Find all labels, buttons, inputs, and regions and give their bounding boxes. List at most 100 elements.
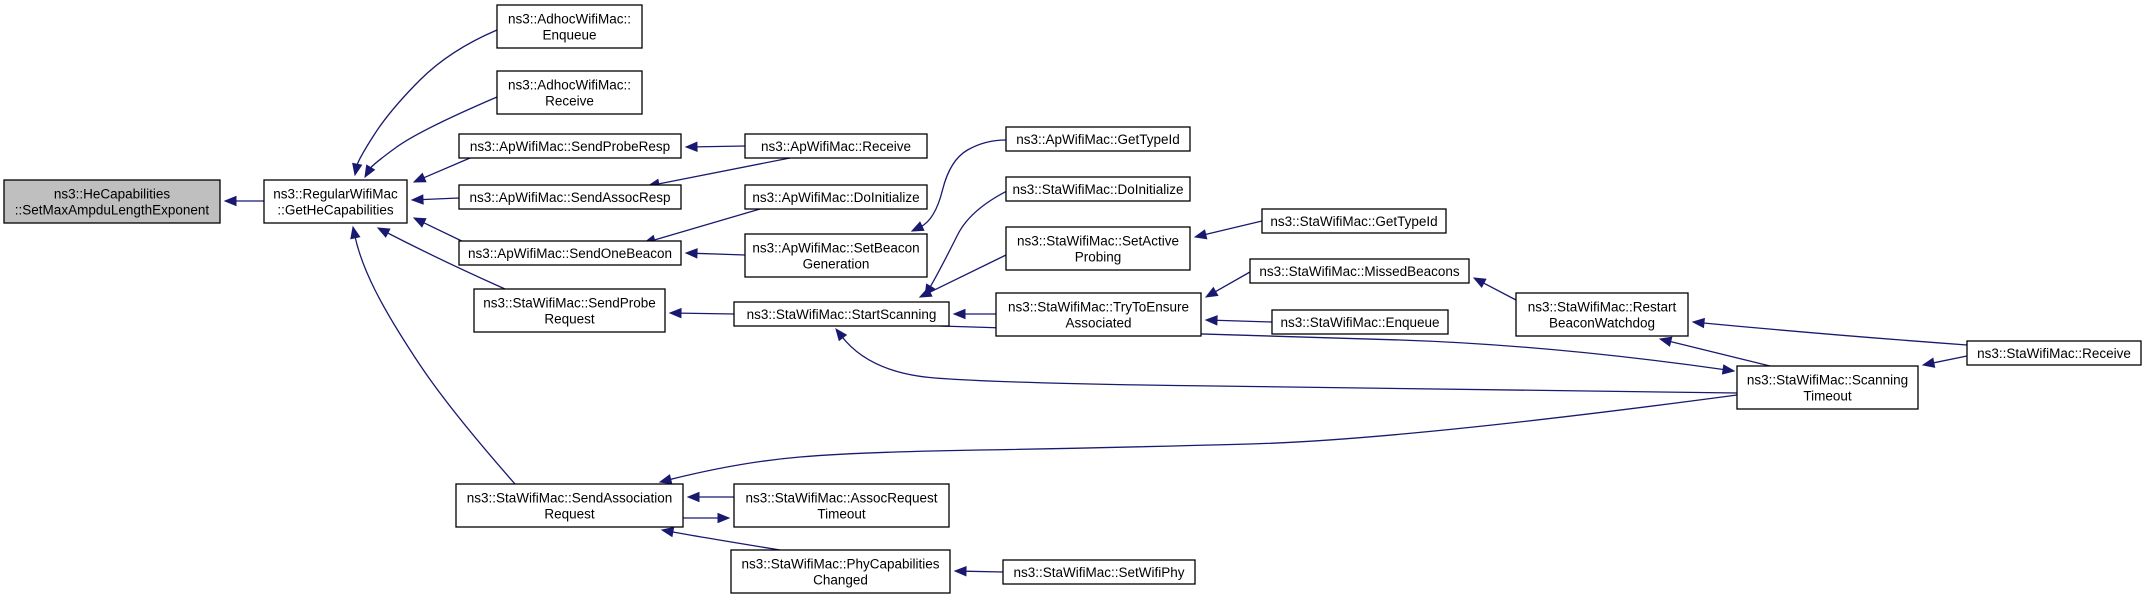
node-n20[interactable]: ns3::StaWifiMac::SetWifiPhy [1002,559,1196,585]
node-label-line: ns3::AdhocWifiMac:: [508,12,631,27]
node-label-line: ns3::ApWifiMac::SetBeacon [752,241,919,256]
arrowhead-icon [953,565,967,577]
node-n22[interactable]: ns3::StaWifiMac::MissedBeacons [1249,258,1470,284]
arrowhead-icon [223,195,237,207]
node-box[interactable] [733,483,950,528]
node-box[interactable] [473,288,666,333]
node-n7[interactable]: ns3::ApWifiMac::SendOneBeacon [458,240,682,266]
edge-line [368,96,498,170]
arrowhead-icon [412,217,427,228]
node-n1[interactable]: ns3::HeCapabilities::SetMaxAmpduLengthEx… [3,179,221,224]
node-box[interactable] [1005,176,1191,202]
node-box[interactable] [455,483,684,528]
node-box[interactable] [744,233,928,278]
node-n16[interactable]: ns3::ApWifiMac::GetTypeId [1005,126,1191,152]
edge-line [354,235,516,485]
node-box[interactable] [263,179,408,224]
node-box[interactable] [995,292,1202,337]
edge-n24-to-n22 [1472,277,1517,301]
edge-line [678,312,735,315]
edge-n25-to-n13 [835,327,1738,394]
node-box[interactable] [458,240,682,266]
node-n5[interactable]: ns3::ApWifiMac::SendProbeResp [458,133,682,159]
edge-line [420,197,460,201]
edge-n11-to-n7 [642,208,761,245]
node-box[interactable] [733,301,950,327]
node-n4[interactable]: ns3::AdhocWifiMac::Receive [496,70,643,115]
node-box[interactable] [458,133,682,159]
node-box[interactable] [1966,340,2142,366]
node-box[interactable] [744,184,928,210]
node-label-line: ns3::ApWifiMac::SendProbeResp [470,139,670,154]
edge-n22-to-n19 [1204,271,1251,298]
node-label-line: ns3::StaWifiMac::SendAssociation [467,491,673,506]
arrowhead-icon [1193,229,1208,240]
node-box[interactable] [1736,365,1919,410]
edge-line [422,157,471,180]
edge-n13-to-n8 [668,307,735,319]
node-label-line: ns3::ApWifiMac::SendOneBeacon [468,246,672,261]
node-n13[interactable]: ns3::StaWifiMac::StartScanning [733,301,950,327]
node-n2[interactable]: ns3::RegularWifiMac::GetHeCapabilities [263,179,408,224]
node-n6[interactable]: ns3::ApWifiMac::SendAssocResp [458,184,682,210]
node-label-line: ns3::ApWifiMac::DoInitialize [752,190,919,205]
arrowhead-icon [412,172,427,183]
edge-line [840,335,1738,394]
node-box[interactable] [1002,559,1196,585]
edge-n5-to-n2 [412,157,471,183]
node-label-line: ns3::StaWifiMac::Scanning [1747,373,1908,388]
arrowhead-icon [410,194,424,205]
edge-n18-to-n13 [918,254,1007,298]
node-box[interactable] [1271,309,1449,335]
node-box[interactable] [1005,126,1191,152]
node-n17[interactable]: ns3::StaWifiMac::DoInitialize [1005,176,1191,202]
edge-n12-to-n7 [684,248,746,259]
node-label-line: ns3::StaWifiMac::AssocRequest [745,491,937,506]
node-box[interactable] [496,4,643,49]
nodes-layer: ns3::HeCapabilities::SetMaxAmpduLengthEx… [3,4,2142,594]
edge-n9-to-n2 [350,225,516,485]
node-box[interactable] [458,184,682,210]
edge-line [963,570,1004,573]
edge-line [1931,355,1968,364]
arrowhead-icon [1472,277,1487,288]
node-label-line: ns3::StaWifiMac::Receive [1977,346,2131,361]
edge-n25-to-n24 [1658,336,1771,367]
node-n10[interactable]: ns3::ApWifiMac::Receive [744,133,928,159]
node-n21[interactable]: ns3::StaWifiMac::GetTypeId [1261,208,1447,234]
edge-n14-to-n9 [686,491,734,503]
arrowhead-icon [1921,357,1936,368]
node-box[interactable] [496,70,643,115]
arrowhead-icon [717,512,731,524]
node-n3[interactable]: ns3::AdhocWifiMac::Enqueue [496,4,643,49]
edge-line [385,231,506,290]
node-label-line: ns3::RegularWifiMac [273,187,398,202]
node-n11[interactable]: ns3::ApWifiMac::DoInitialize [744,184,928,210]
node-box[interactable] [1515,292,1689,337]
node-label-line: ns3::ApWifiMac::Receive [761,139,911,154]
highlighted-node-box[interactable] [3,179,221,224]
node-label-line: ns3::StaWifiMac::Restart [1528,300,1677,315]
arrowhead-icon [835,327,848,342]
edge-line [694,145,746,148]
node-label-line: ns3::AdhocWifiMac:: [508,78,631,93]
node-box[interactable] [1005,226,1191,271]
node-box[interactable] [1261,208,1447,234]
node-box[interactable] [744,133,928,159]
node-label-line: Enqueue [542,28,596,43]
edge-n2-to-n1 [223,195,264,207]
node-box[interactable] [1249,258,1470,284]
node-n23[interactable]: ns3::StaWifiMac::Enqueue [1271,309,1449,335]
node-n26[interactable]: ns3::StaWifiMac::Receive [1966,340,2142,366]
edge-line [668,394,1738,481]
node-box[interactable] [730,549,951,594]
